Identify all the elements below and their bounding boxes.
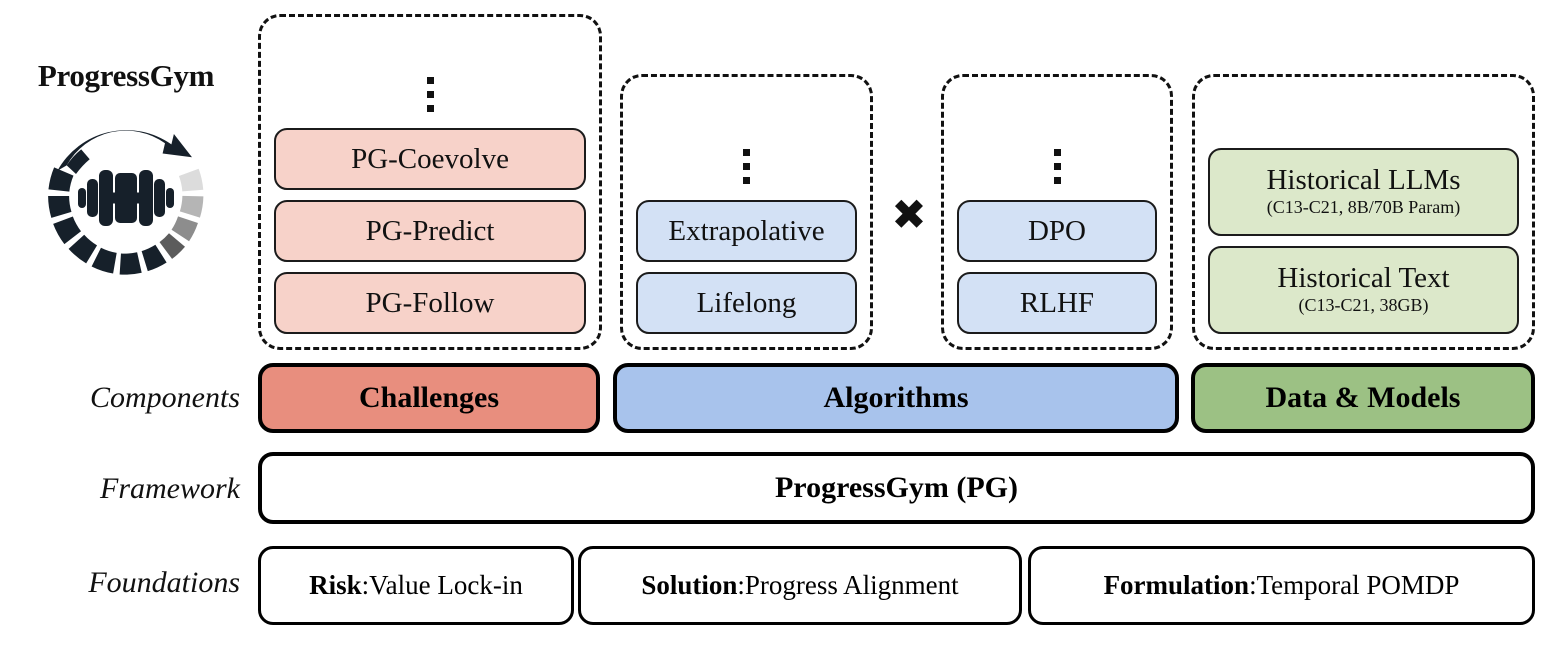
multiplication-icon: ✖ <box>891 190 927 239</box>
chip-sublabel: (C13-C21, 8B/70B Param) <box>1266 197 1461 218</box>
component-bar-challenges[interactable]: Challenges <box>258 363 600 433</box>
foundation-value: Temporal POMDP <box>1256 570 1460 600</box>
chip-sublabel: (C13-C21, 38GB) <box>1298 295 1429 316</box>
chip-historical-text[interactable]: Historical Text (C13-C21, 38GB) <box>1208 246 1519 334</box>
component-bar-label: Algorithms <box>823 381 969 414</box>
chip-label: Historical LLMs <box>1266 163 1461 196</box>
chip-label: DPO <box>1027 214 1086 247</box>
vertical-ellipsis-icon <box>743 149 750 184</box>
vertical-ellipsis-icon <box>426 77 434 112</box>
chip-pg-follow[interactable]: PG-Follow <box>274 272 586 334</box>
chip-label: PG-Predict <box>365 214 495 247</box>
chip-label: PG-Coevolve <box>351 142 509 175</box>
chip-label: PG-Follow <box>365 286 495 319</box>
row-label-framework: Framework <box>100 472 240 505</box>
chip-rlhf[interactable]: RLHF <box>957 272 1157 334</box>
foundation-separator: : <box>361 570 370 600</box>
chip-label: Historical Text <box>1277 261 1450 294</box>
foundation-key: Risk <box>309 570 362 600</box>
chip-label: RLHF <box>1019 286 1095 319</box>
chip-extrapolative[interactable]: Extrapolative <box>636 200 857 262</box>
foundation-box-solution[interactable]: Solution: Progress Alignment <box>578 546 1022 625</box>
chip-historical-llms[interactable]: Historical LLMs (C13-C21, 8B/70B Param) <box>1208 148 1519 236</box>
progress-ring-dumbbell-logo-icon <box>26 102 226 280</box>
group-data-models: Historical LLMs (C13-C21, 8B/70B Param) … <box>1192 74 1535 350</box>
chip-label: Lifelong <box>696 286 797 319</box>
framework-bar[interactable]: ProgressGym (PG) <box>258 452 1535 524</box>
foundation-value: Progress Alignment <box>744 570 959 600</box>
chip-lifelong[interactable]: Lifelong <box>636 272 857 334</box>
foundation-value: Value Lock-in <box>369 570 523 600</box>
foundation-separator: : <box>737 570 745 600</box>
foundation-box-risk[interactable]: Risk: Value Lock-in <box>258 546 574 625</box>
foundation-key: Solution <box>641 570 738 600</box>
vertical-ellipsis-icon <box>1053 149 1061 184</box>
component-bar-label: Data & Models <box>1265 381 1461 414</box>
chip-pg-predict[interactable]: PG-Predict <box>274 200 586 262</box>
component-bar-data-models[interactable]: Data & Models <box>1191 363 1535 433</box>
page-title: ProgressGym <box>37 58 215 93</box>
group-algorithm-paradigms: Extrapolative Lifelong <box>620 74 873 350</box>
brand-block: ProgressGym <box>8 58 244 328</box>
foundation-key: Formulation <box>1103 570 1250 600</box>
chip-pg-coevolve[interactable]: PG-Coevolve <box>274 128 586 190</box>
framework-bar-label: ProgressGym (PG) <box>774 471 1018 504</box>
row-label-components: Components <box>90 381 240 414</box>
group-challenges: PG-Coevolve PG-Predict PG-Follow <box>258 14 602 350</box>
group-alignment-methods: DPO RLHF <box>941 74 1173 350</box>
component-bar-algorithms[interactable]: Algorithms <box>613 363 1179 433</box>
component-bar-label: Challenges <box>358 381 499 414</box>
foundation-separator: : <box>1249 570 1257 600</box>
chip-dpo[interactable]: DPO <box>957 200 1157 262</box>
row-label-foundations: Foundations <box>88 566 240 599</box>
chip-label: Extrapolative <box>668 214 825 247</box>
foundation-box-formulation[interactable]: Formulation: Temporal POMDP <box>1028 546 1535 625</box>
